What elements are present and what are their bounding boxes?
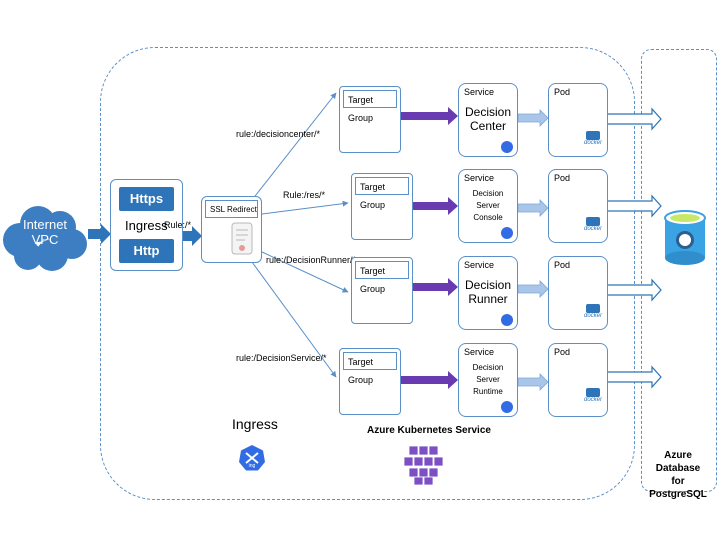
rule-label-4: rule:/DecisionService/* (236, 353, 327, 363)
http-button[interactable]: Http (119, 239, 174, 263)
rule-label-3: rule:/DecisionRunner/* (266, 255, 357, 265)
target-group-1[interactable]: Target Group (339, 86, 401, 153)
service-decision-center[interactable]: Service Decision Center (458, 83, 518, 157)
pod-4[interactable]: Pod docker (548, 343, 608, 417)
rule-line-4 (251, 261, 337, 378)
ingress-box-title: Ingress (125, 218, 168, 233)
service-name-line: Runner (468, 292, 508, 306)
service-icon (501, 141, 513, 153)
docker-icon: docker (580, 388, 606, 412)
service-label: Service (464, 260, 495, 270)
pod-to-db-arrow-2 (606, 194, 662, 218)
service-icon (501, 401, 513, 413)
target-group-2[interactable]: Target Group (351, 173, 413, 240)
service-to-pod-arrow-2 (517, 199, 549, 217)
rule-line-3 (261, 251, 349, 293)
service-icon (501, 227, 513, 239)
service-label: Service (464, 347, 495, 357)
tg-to-service-arrow-1 (400, 107, 458, 125)
ssl-redirect-box[interactable]: SSL Redirect (201, 196, 262, 263)
ingress-k8s-icon: ing (238, 444, 266, 472)
certificate-icon (231, 222, 253, 255)
rule-label-2: Rule:/res/* (283, 190, 326, 200)
azure-database-line2: for PostgreSQL (649, 476, 707, 500)
target-group-label: Target Group (343, 352, 397, 385)
service-to-pod-arrow-4 (517, 373, 549, 391)
service-name-line: Decision (464, 105, 512, 119)
docker-icon: docker (580, 217, 606, 241)
tg-to-service-arrow-2 (412, 197, 458, 215)
service-name-line: Console (473, 213, 503, 222)
pod-1[interactable]: Pod docker (548, 83, 608, 157)
service-decision-runner[interactable]: Service Decision Runner (458, 256, 518, 330)
service-to-pod-arrow-1 (517, 109, 549, 127)
docker-icon: docker (580, 131, 606, 155)
target-group-3[interactable]: Target Group (351, 257, 413, 324)
service-name-line: Decision (472, 189, 504, 198)
pod-to-db-arrow-3 (606, 278, 662, 302)
pod-to-db-arrow-4 (606, 365, 662, 389)
service-name-line: Runtime (473, 387, 503, 396)
pod-to-db-arrow-1 (606, 107, 662, 131)
vpc-label: VPC (31, 232, 59, 247)
internet-vpc-cloud: Internet VPC (0, 200, 90, 276)
service-label: Service (464, 87, 495, 97)
docker-icon: docker (580, 304, 606, 328)
postgresql-database-icon (663, 210, 707, 266)
service-icon (501, 314, 513, 326)
ssl-redirect-label: SSL Redirect (205, 200, 258, 218)
target-group-label: Target Group (355, 261, 409, 294)
rule-label-1: rule:/decisioncenter/* (236, 129, 321, 139)
pod-3[interactable]: Pod docker (548, 256, 608, 330)
internet-to-ingress-arrow (88, 224, 111, 244)
rule-line-2 (261, 200, 349, 215)
service-decision-server-runtime[interactable]: Service Decision Server Runtime (458, 343, 518, 417)
service-name-line: Server (476, 201, 500, 210)
service-label: Service (464, 173, 495, 183)
https-button[interactable]: Https (119, 187, 174, 211)
pod-label: Pod (554, 173, 571, 183)
cloud-icon (3, 206, 87, 271)
tg-to-service-arrow-3 (412, 278, 458, 296)
target-group-label: Target Group (355, 177, 409, 210)
target-group-label: Target Group (343, 90, 397, 123)
internet-label: Internet (22, 217, 68, 232)
pod-2[interactable]: Pod docker (548, 169, 608, 243)
tg-to-service-arrow-4 (400, 371, 458, 389)
service-name-line: Decision (472, 363, 504, 372)
pod-label: Pod (554, 260, 571, 270)
service-name-line: Server (476, 375, 500, 384)
service-decision-server-console[interactable]: Service Decision Server Console (458, 169, 518, 243)
ingress-box[interactable]: Https Ingress Http (110, 179, 183, 271)
azure-database-line1: Azure Database (655, 450, 701, 474)
service-to-pod-arrow-3 (517, 280, 549, 298)
rule-line-1 (251, 92, 337, 201)
service-name-line: Center (469, 119, 507, 133)
aks-caption: Azure Kubernetes Service (367, 425, 491, 436)
service-name-line: Decision (464, 278, 512, 292)
pod-label: Pod (554, 87, 571, 97)
target-group-4[interactable]: Target Group (339, 348, 401, 415)
aks-cluster-icon (403, 444, 445, 486)
ingress-to-ssl-arrow (181, 226, 202, 246)
azure-database-region (641, 49, 717, 492)
ingress-rule-label: Rule:/* (164, 220, 192, 230)
pod-label: Pod (554, 347, 571, 357)
azure-database-caption: Azure Database for PostgreSQL (643, 449, 713, 501)
ingress-caption: Ingress (232, 416, 278, 432)
aks-cluster-region (100, 47, 635, 500)
